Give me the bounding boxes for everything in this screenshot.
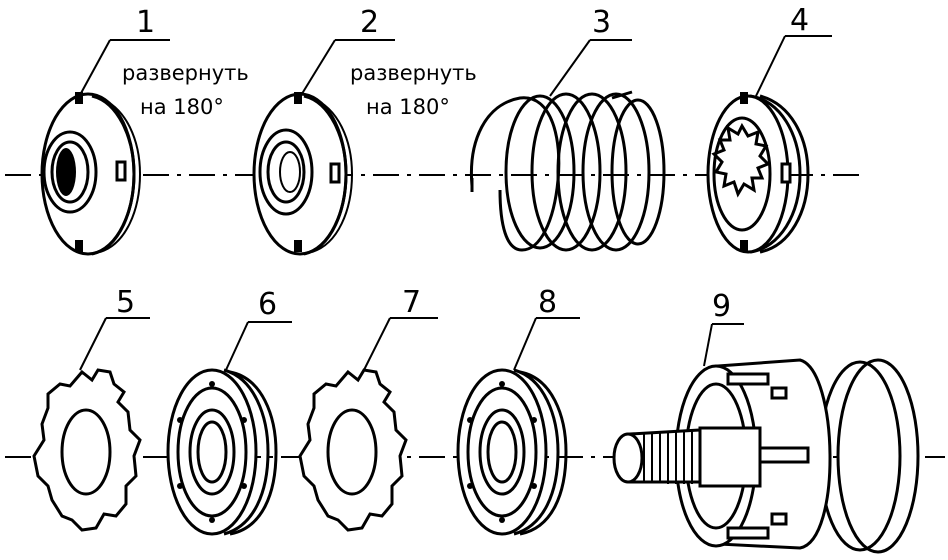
part-5-star-plate — [32, 368, 142, 532]
part-1-note-line2: на 180° — [140, 95, 224, 119]
part-1-disc — [40, 92, 142, 256]
leader-9 — [703, 323, 713, 367]
part-7-star-plate — [298, 368, 408, 532]
leader-8 — [513, 317, 537, 371]
part-4-toothed-disc — [706, 92, 810, 254]
part-2-number: 2 — [360, 5, 379, 40]
leader-7 — [363, 317, 391, 371]
part-9-number: 9 — [712, 289, 731, 324]
leader-5 — [79, 317, 107, 371]
part-9-hub-assembly — [612, 358, 920, 554]
leader-1 — [79, 39, 111, 96]
part-8-number: 8 — [538, 285, 557, 320]
leader-6 — [225, 321, 249, 371]
part-4-number: 4 — [790, 3, 809, 38]
leader-3 — [549, 39, 591, 97]
part-8-flanged-ring — [456, 368, 568, 536]
leader-2 — [299, 39, 336, 98]
part-6-number: 6 — [258, 287, 277, 322]
part-7-number: 7 — [402, 285, 421, 320]
part-2-disc — [252, 92, 354, 256]
part-1-number: 1 — [136, 5, 155, 40]
part-5-number: 5 — [116, 285, 135, 320]
part-2-note-line2: на 180° — [366, 95, 450, 119]
part-6-flanged-ring — [166, 368, 278, 536]
part-3-spring — [469, 90, 666, 252]
leader-4 — [755, 35, 786, 97]
part-1-note-line1: развернуть — [122, 61, 249, 85]
part-2-note-line1: развернуть — [350, 61, 477, 85]
part-3-number: 3 — [592, 5, 611, 40]
